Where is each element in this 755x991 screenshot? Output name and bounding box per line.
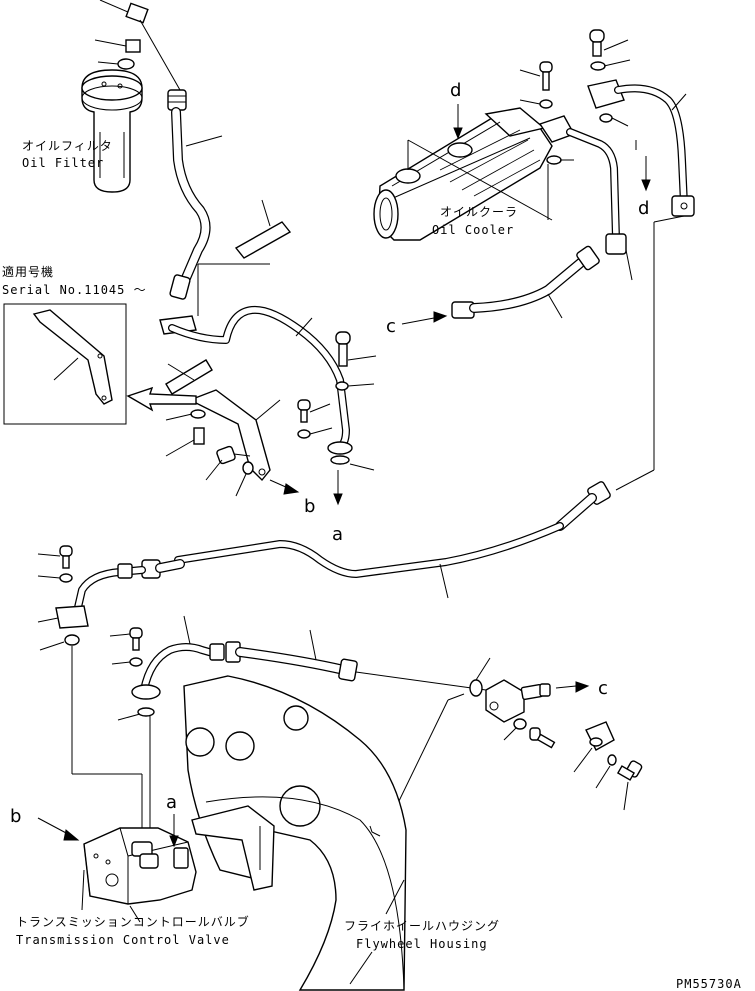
hose-c [451, 245, 600, 319]
callout-c-bottom: c [598, 678, 608, 699]
callout-d-top: d [450, 80, 461, 101]
callout-d-right: d [638, 198, 649, 219]
top-right-pipe [587, 29, 695, 217]
oil-filter-label-en: Oil Filter [22, 156, 104, 170]
long-pipe [72, 481, 611, 620]
clips [159, 199, 292, 395]
tcv-label-en: Transmission Control Valve [16, 933, 230, 947]
callout-b-mid: b [304, 496, 315, 517]
serial-label-jp: 適用号機 [2, 264, 54, 279]
serial-label-en: Serial No.11045 ～ [2, 283, 147, 297]
callout-a-mid: a [332, 524, 343, 545]
oil-cooler [373, 107, 553, 241]
oil-filter-label-jp: オイルフィルタ [22, 139, 113, 153]
callout-a-bottom: a [166, 792, 177, 813]
pipe-to-a [168, 305, 375, 471]
bracket [126, 386, 281, 497]
union-fitting [469, 657, 643, 811]
left-fittings [37, 545, 143, 830]
flywheel-housing [183, 675, 407, 991]
tcv-label-jp: トランスミッションコントロールバルブ [16, 914, 250, 929]
mid-bolts [297, 331, 377, 439]
callout-c-top: c [386, 316, 396, 337]
part-code: PM55730A [676, 977, 742, 991]
callout-b-bottom: b [10, 806, 21, 827]
pipe-to-tcv [109, 615, 358, 830]
flywheel-label-en: Flywheel Housing [356, 937, 488, 951]
filter-elbow-fitting [94, 0, 181, 91]
pipe-d-cooler [566, 128, 633, 281]
flywheel-label-jp: フライホイールハウジング [344, 919, 500, 933]
oil-cooler-label-jp: オイルクーラ [440, 205, 518, 219]
oil-cooler-label-en: Oil Cooler [432, 223, 514, 237]
filter-hose [167, 89, 223, 300]
transmission-control-valve [81, 827, 197, 911]
oil-filter [81, 69, 143, 193]
serial-inset [3, 303, 127, 425]
